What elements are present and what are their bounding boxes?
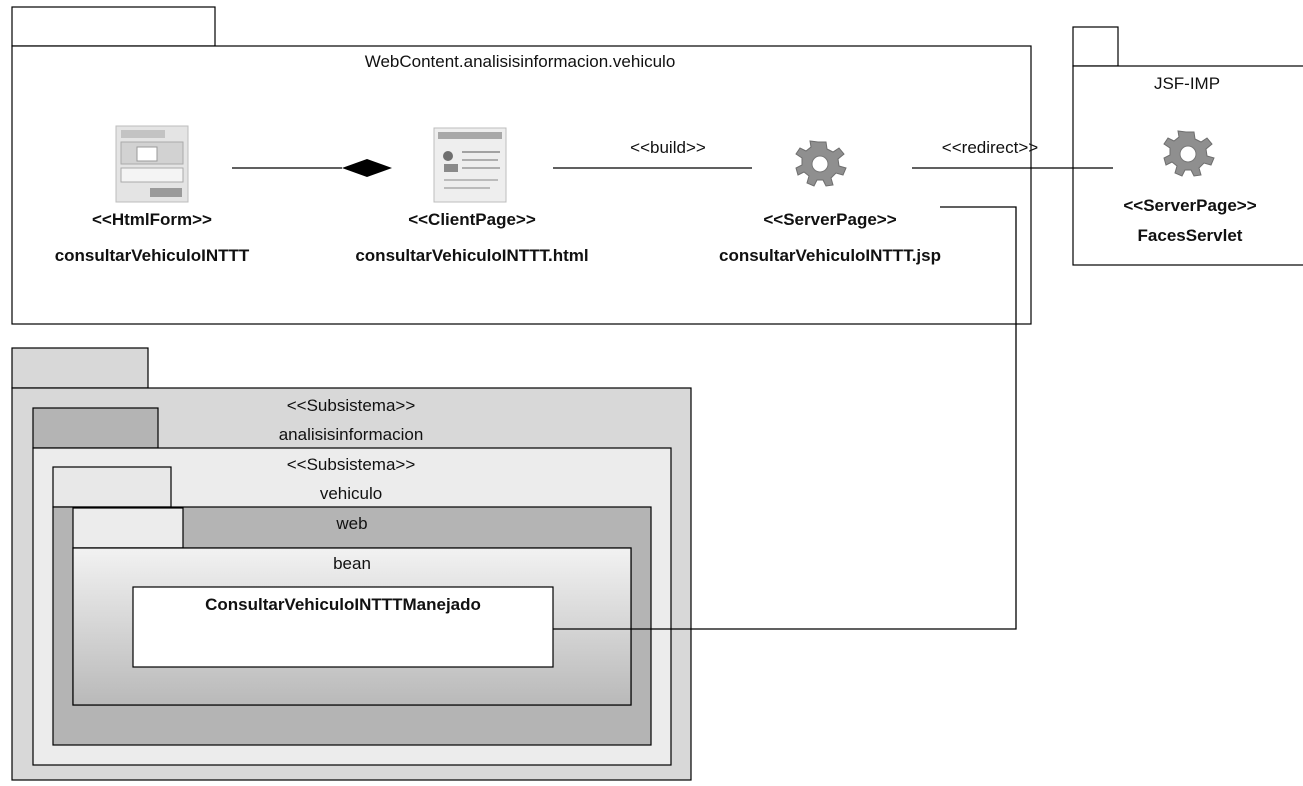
client-page-icon	[433, 127, 507, 203]
analisis-name: analisisinformacion	[279, 425, 424, 444]
build-label: <<build>>	[630, 138, 706, 157]
vehiculo-name: vehiculo	[320, 484, 382, 503]
client-page-name: consultarVehiculoINTTT.html	[355, 246, 588, 265]
faces-servlet-stereotype: <<ServerPage>>	[1123, 196, 1256, 215]
jsp-bean-connector	[553, 206, 1017, 630]
vehiculo-stereotype: <<Subsistema>>	[287, 455, 416, 474]
html-form-icon	[115, 125, 189, 203]
server-page-name: consultarVehiculoINTTT.jsp	[719, 246, 941, 265]
web-name: web	[335, 514, 367, 533]
webcontent-package-title: WebContent.analisisinformacion.vehiculo	[365, 52, 676, 71]
redirect-dependency: <<redirect>>	[912, 138, 1113, 169]
html-form-name: consultarVehiculoINTTT	[55, 246, 250, 265]
jsf-imp-title: JSF-IMP	[1154, 74, 1220, 93]
faces-servlet-name: FacesServlet	[1138, 226, 1243, 245]
managed-bean-class: ConsultarVehiculoINTTTManejado	[132, 586, 554, 668]
html-form-stereotype: <<HtmlForm>>	[92, 210, 212, 229]
client-page-stereotype: <<ClientPage>>	[408, 210, 536, 229]
composition-association	[232, 159, 392, 177]
managed-bean-name: ConsultarVehiculoINTTTManejado	[205, 595, 481, 614]
bean-name: bean	[333, 554, 371, 573]
server-page-stereotype: <<ServerPage>>	[763, 210, 896, 229]
build-dependency: <<build>>	[553, 138, 752, 169]
analisis-stereotype: <<Subsistema>>	[287, 396, 416, 415]
redirect-label: <<redirect>>	[942, 138, 1038, 157]
